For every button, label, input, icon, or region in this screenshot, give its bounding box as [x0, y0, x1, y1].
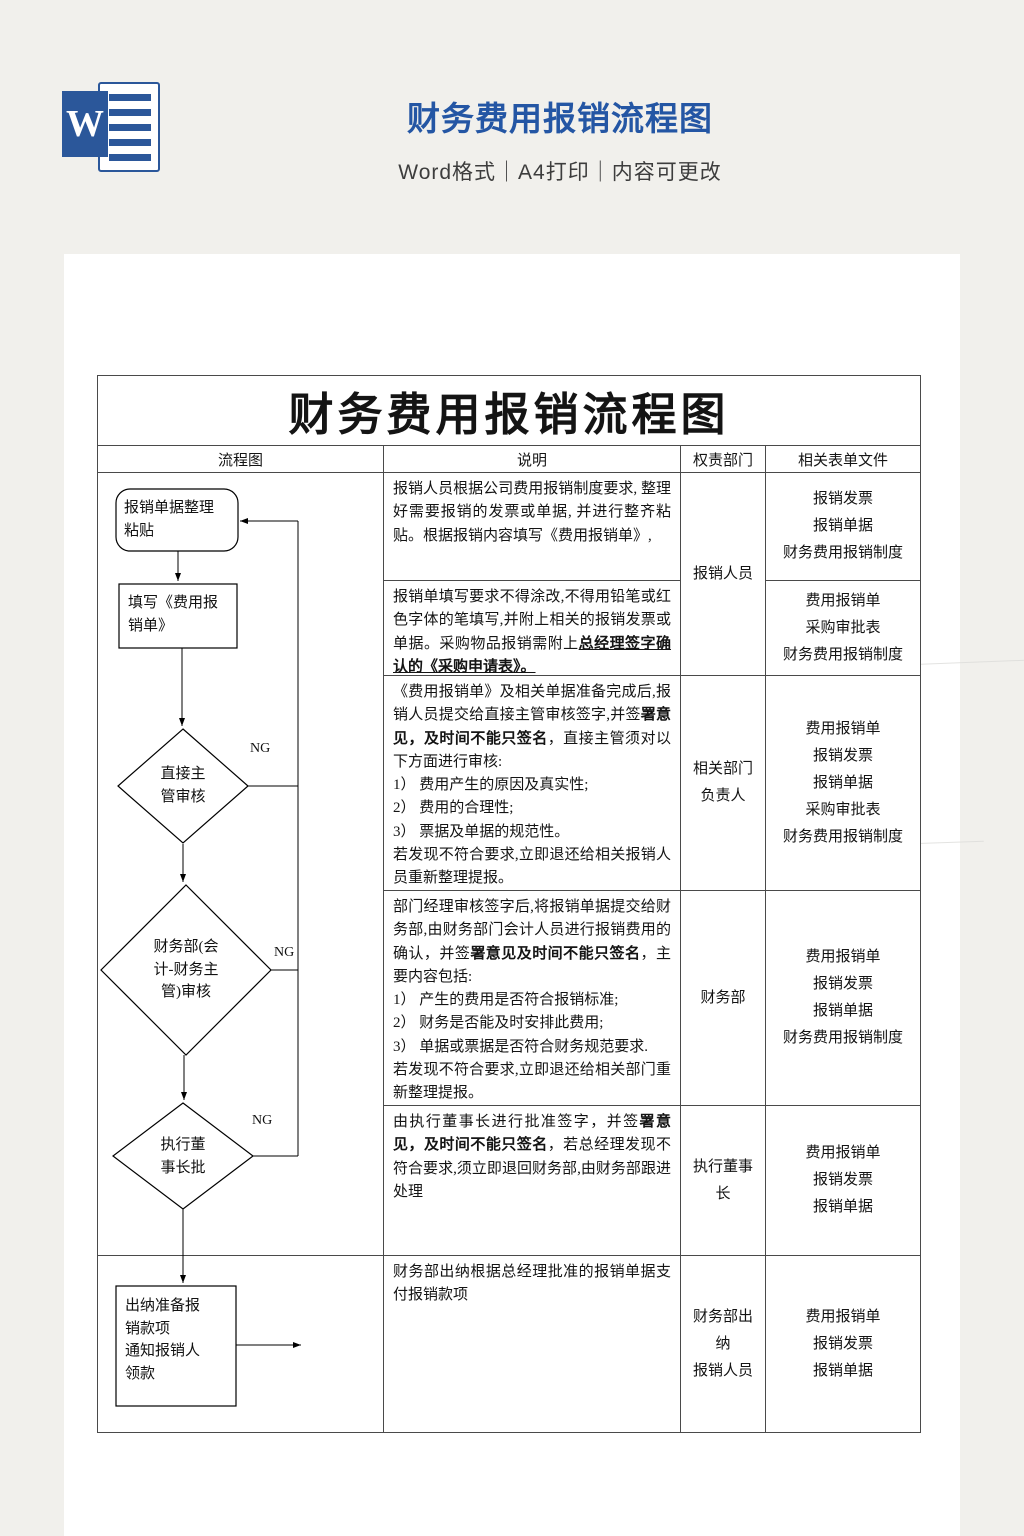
column-header-desc: 说明: [384, 446, 681, 473]
desc-cell: 报销单填写要求不得涂改,不得用铅笔或红色字体的笔填写,并附上相关的报销发票或单据…: [384, 581, 681, 676]
desc-cell: 报销人员根据公司费用报销制度要求, 整理好需要报销的发票或单据, 并进行整齐粘贴…: [384, 473, 681, 581]
forms-cell: 报销发票 报销单据 财务费用报销制度: [766, 473, 920, 581]
start-node-label: 报销单据整理 粘贴: [124, 500, 215, 539]
word-logo-icon: W: [62, 80, 162, 172]
word-document-shape: [98, 82, 160, 172]
doc-stripe: [109, 124, 151, 131]
column-header-flow: 流程图: [98, 446, 384, 473]
forms-cell: 费用报销单 报销发票 报销单据 财务费用报销制度: [766, 891, 920, 1106]
ng-label-1: NG: [250, 741, 271, 756]
flowchart-column-cell-last: [98, 1256, 384, 1432]
dept-cell: 执行董事 长: [681, 1106, 766, 1256]
column-header-dept: 权责部门: [681, 446, 766, 473]
doc-stripe: [109, 139, 151, 146]
desc-cell: 财务部出纳根据总经理批准的报销单据支付报销款项: [384, 1256, 681, 1432]
flowchart: 报销单据整理 粘贴 填写《费用报 销单》 直接主 管审核 财务部(会 计-财务主…: [98, 473, 384, 1432]
fill-form-node-shape: [118, 583, 238, 649]
director-approve-label: 执行董 事长批: [160, 1137, 206, 1176]
finance-review-diamond: [100, 884, 272, 1056]
table-title: 财务费用报销流程图: [98, 376, 920, 446]
forms-cell: 费用报销单 报销发票 报销单据: [805, 1308, 881, 1379]
flowchart-column-cell: [98, 473, 384, 1256]
ng-label-2: NG: [274, 945, 295, 960]
page-header: 财务费用报销流程图 Word格式｜A4打印｜内容可更改: [160, 92, 960, 186]
director-approve-diamond: [112, 1102, 254, 1210]
forms-cell: 费用报销单 采购审批表 财务费用报销制度: [766, 581, 920, 676]
page-subtitle: Word格式｜A4打印｜内容可更改: [398, 161, 722, 184]
finance-review-label: 财务部(会 计-财务主 管)审核: [153, 939, 219, 1000]
document-page: 财务费用报销流程图 流程图 说明 权责部门 相关表单文件 报销人员根据公司费用报…: [64, 254, 1024, 1536]
dept-cell: 报销人员: [681, 473, 766, 676]
page-title: 财务费用报销流程图: [407, 100, 713, 137]
cashier-node-label: 出纳准备报 销款项 通知报销人 领款: [125, 1298, 201, 1382]
column-header-forms: 相关表单文件: [766, 446, 920, 473]
flowchart-table: 财务费用报销流程图 流程图 说明 权责部门 相关表单文件 报销人员根据公司费用报…: [97, 375, 921, 1433]
forms-cell: 费用报销单 报销发票 报销单据: [766, 1106, 920, 1256]
start-node-shape: [115, 488, 239, 552]
doc-stripe: [109, 109, 151, 116]
word-w-icon: W: [62, 91, 108, 157]
manager-review-label: 直接主 管审核: [160, 766, 206, 805]
flowchart-connectors: [100, 488, 301, 1407]
dept-cell: 财务部: [681, 891, 766, 1106]
desc-cell: 由执行董事长进行批准签字，并签署意见，及时间不能只签名，若总经理发现不符合要求,…: [384, 1106, 681, 1256]
doc-stripe: [109, 154, 151, 161]
dept-cell: 相关部门 负责人: [681, 676, 766, 891]
manager-review-diamond: [117, 728, 249, 844]
dept-cell: 财务部出 纳 报销人员: [681, 1256, 766, 1432]
ng-label-3: NG: [252, 1113, 273, 1128]
doc-stripe: [109, 94, 151, 101]
cashier-node-shape: [115, 1285, 237, 1407]
desc-cell: 部门经理审核签字后,将报销单据提交给财务部,由财务部门会计人员进行报销费用的确认…: [384, 891, 681, 1106]
fill-form-node-label: 填写《费用报 销单》: [128, 595, 219, 634]
forms-cell: 费用报销单 报销发票 报销单据 采购审批表 财务费用报销制度: [766, 676, 920, 891]
desc-cell: 《费用报销单》及相关单据准备完成后,报销人员提交给直接主管审核签字,并签署意见，…: [384, 676, 681, 891]
